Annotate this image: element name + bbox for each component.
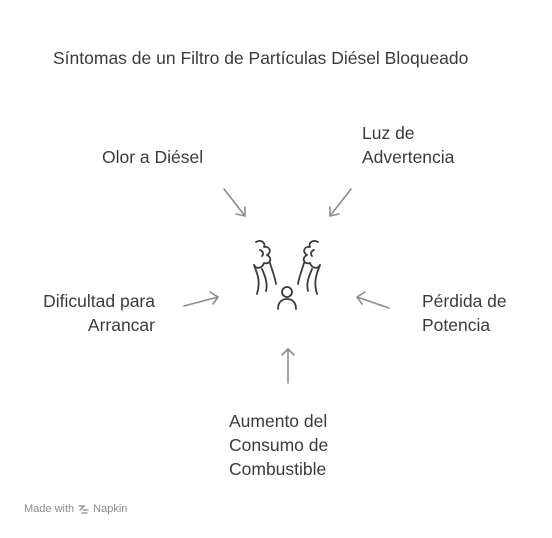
symptom-fuel-consumption: Aumento del Consumo de Combustible <box>229 411 329 479</box>
footer-made-with: Made with <box>24 503 75 515</box>
arrow-bottom <box>281 348 295 384</box>
symptom-hard-start: Dificultad para Arrancar <box>43 291 155 335</box>
symptom-diesel-smell: Olor a Diésel <box>102 147 204 167</box>
symptom-power-loss: Pérdida de Potencia <box>422 291 507 335</box>
arrow-right <box>356 291 390 309</box>
arrow-top-left <box>223 188 246 217</box>
footer-attribution: Made with Napkin <box>24 503 127 515</box>
footer-brand[interactable]: Napkin <box>93 503 128 515</box>
diagram-title: Síntomas de un Filtro de Partículas Diés… <box>53 48 469 68</box>
napkin-logo-icon <box>78 504 89 514</box>
arrow-left <box>183 291 219 307</box>
symptom-warning-light: Luz de Advertencia <box>362 123 455 167</box>
arrow-top-right <box>329 188 352 217</box>
person-smoke-icon <box>248 236 326 314</box>
